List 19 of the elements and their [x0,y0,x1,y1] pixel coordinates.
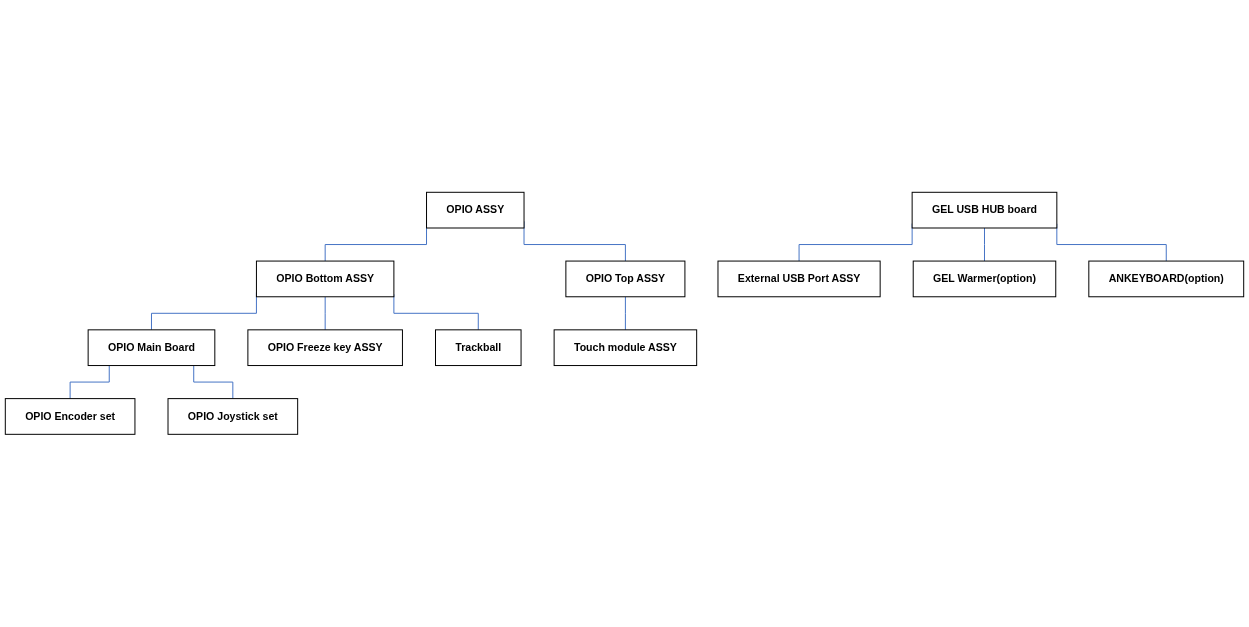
node-box: OPIO Joystick set [167,398,299,435]
node-box: GEL Warmer(option) [912,260,1057,298]
node-box: OPIO Freeze key ASSY [247,329,403,367]
node-box: GEL USB HUB board [911,192,1058,229]
connector [624,296,626,331]
connector [69,365,110,400]
node-box: OPIO ASSY [426,192,525,229]
connector [193,365,234,400]
node-box: Trackball [435,329,522,367]
node-box: ANKEYBOARD(option) [1088,260,1245,298]
node-box: OPIO Bottom ASSY [255,260,395,298]
node-box: OPIO Top ASSY [565,260,686,298]
node-box: Touch module ASSY [553,329,698,367]
connector [393,294,479,331]
connector [324,296,326,331]
node-box: External USB Port ASSY [717,260,881,298]
node-box: OPIO Main Board [87,329,216,367]
node-box: OPIO Encoder set [4,398,136,435]
connector [984,227,985,262]
